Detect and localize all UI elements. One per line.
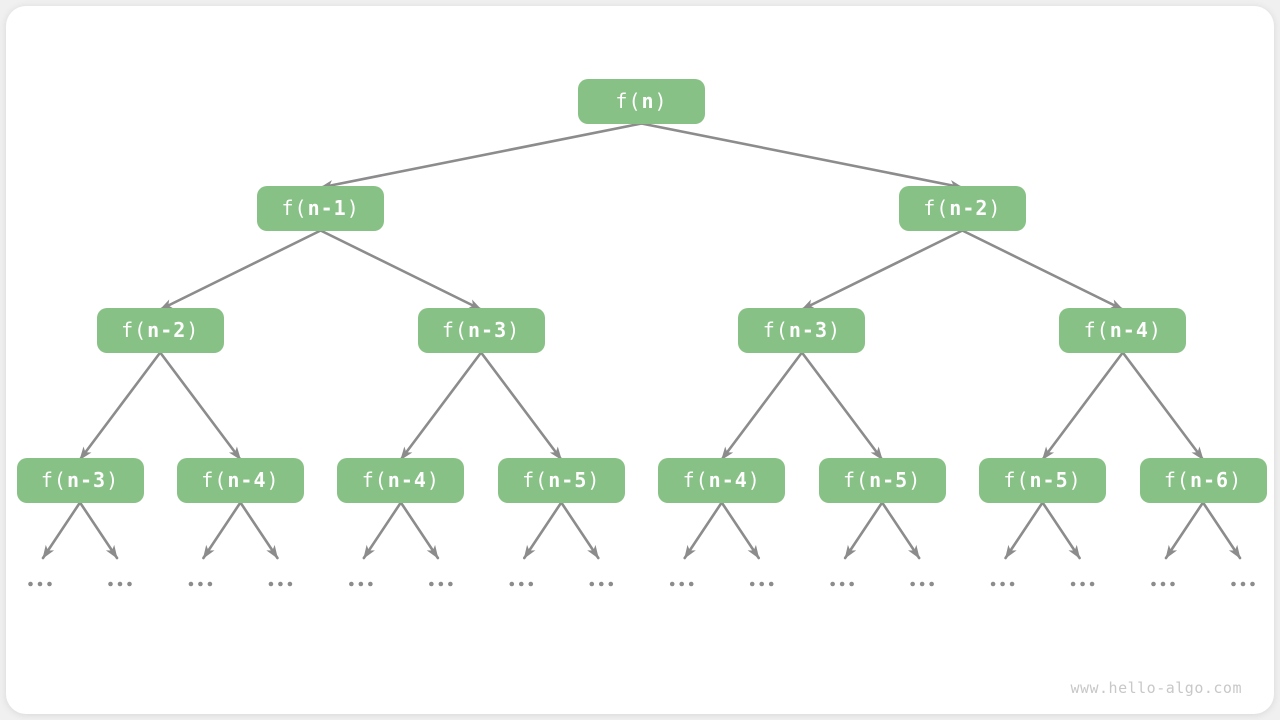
tree-node: f(n-6): [1139, 457, 1267, 503]
node-label-suffix: ): [1229, 467, 1243, 492]
node-label-prefix: f(: [923, 195, 950, 220]
node-label-prefix: f(: [843, 467, 870, 492]
node-label-suffix: ): [988, 195, 1002, 220]
node-label-prefix: f(: [201, 467, 228, 492]
node-label-argument: n-1: [307, 195, 347, 220]
node-label-prefix: f(: [121, 317, 148, 342]
node-label-suffix: ): [186, 317, 200, 342]
node-label-prefix: f(: [522, 467, 549, 492]
tree-node: f(n-5): [979, 457, 1107, 503]
node-label-suffix: ): [828, 317, 842, 342]
node-label-prefix: f(: [361, 467, 388, 492]
node-label-prefix: f(: [1003, 467, 1030, 492]
node-label-suffix: ): [587, 467, 601, 492]
tree-node: f(n-5): [497, 457, 625, 503]
node-label-argument: n-6: [1189, 467, 1230, 492]
node-label-prefix: f(: [40, 467, 67, 492]
node-label-prefix: f(: [281, 195, 308, 220]
node-label-argument: n-2: [949, 195, 989, 220]
node-label-argument: n-5: [1029, 467, 1069, 492]
node-label-argument: n-5: [548, 467, 588, 492]
node-label-argument: n-3: [788, 317, 828, 342]
node-label-prefix: f(: [682, 467, 709, 492]
tree-node: f(n-1): [257, 185, 385, 231]
tree-node: f(n-5): [818, 457, 946, 503]
node-label-suffix: ): [266, 467, 280, 492]
node-label-suffix: ): [426, 467, 440, 492]
node-label-suffix: ): [908, 467, 922, 492]
node-label-prefix: f(: [1083, 317, 1110, 342]
tree-node: f(n-2): [96, 307, 224, 353]
node-label-argument: n-5: [869, 467, 909, 492]
tree-node: f(n-4): [1059, 307, 1187, 353]
node-label-argument: n-4: [387, 467, 427, 492]
node-label-suffix: ): [507, 317, 521, 342]
node-label-argument: n-2: [147, 317, 187, 342]
node-label-argument: n-3: [66, 467, 107, 492]
tree-node: f(n): [578, 78, 705, 124]
node-label-suffix: ): [346, 195, 360, 220]
tree-node: f(n-4): [337, 457, 465, 503]
tree-node: f(n-4): [176, 457, 304, 503]
node-label-argument: n-4: [227, 467, 267, 492]
tree-node: f(n-3): [16, 457, 144, 503]
node-label-suffix: ): [747, 467, 761, 492]
node-label-suffix: ): [1068, 467, 1082, 492]
node-label-argument: n-4: [1109, 317, 1149, 342]
node-label-prefix: f(: [1163, 467, 1190, 492]
node-label-argument: n: [641, 88, 655, 113]
node-label-argument: n-4: [708, 467, 748, 492]
watermark: www.hello-algo.com: [1070, 679, 1242, 697]
node-label-suffix: ): [654, 88, 668, 113]
tree-node: f(n-3): [417, 307, 545, 353]
node-label-prefix: f(: [762, 317, 789, 342]
tree-node: f(n-4): [658, 457, 786, 503]
node-label-suffix: ): [1148, 317, 1162, 342]
node-label-argument: n-3: [468, 317, 508, 342]
node-label-prefix: f(: [441, 317, 469, 342]
tree-node: f(n-3): [738, 307, 866, 353]
tree-node: f(n-2): [898, 185, 1026, 231]
node-label-prefix: f(: [615, 88, 642, 113]
node-label-suffix: ): [106, 467, 120, 492]
